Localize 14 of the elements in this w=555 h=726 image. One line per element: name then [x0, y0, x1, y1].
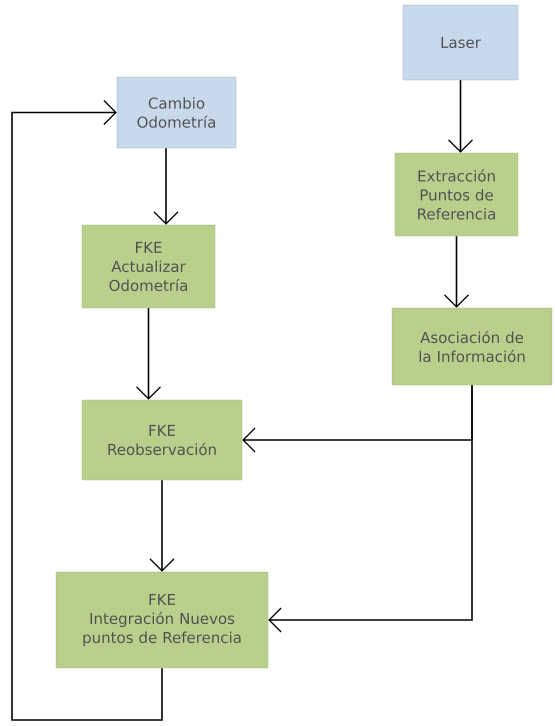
arrow	[154, 148, 178, 225]
arrow	[268, 385, 473, 632]
arrow	[444, 236, 469, 308]
process-box: Asociación de la Información	[392, 308, 552, 386]
arrow	[448, 80, 473, 153]
process-box: Laser	[402, 4, 518, 80]
arrow	[150, 480, 174, 572]
process-box: FKE Integración Nuevos puntos de Referencia	[56, 572, 268, 668]
process-box: FKE Actualizar Odometría	[82, 224, 216, 308]
process-box: Extracción Puntos de Referencia	[394, 152, 518, 236]
arrow	[136, 308, 161, 400]
arrow	[11, 100, 163, 721]
process-box: FKE Reobservación	[82, 400, 242, 480]
process-box: Cambio Odometría	[116, 76, 236, 148]
